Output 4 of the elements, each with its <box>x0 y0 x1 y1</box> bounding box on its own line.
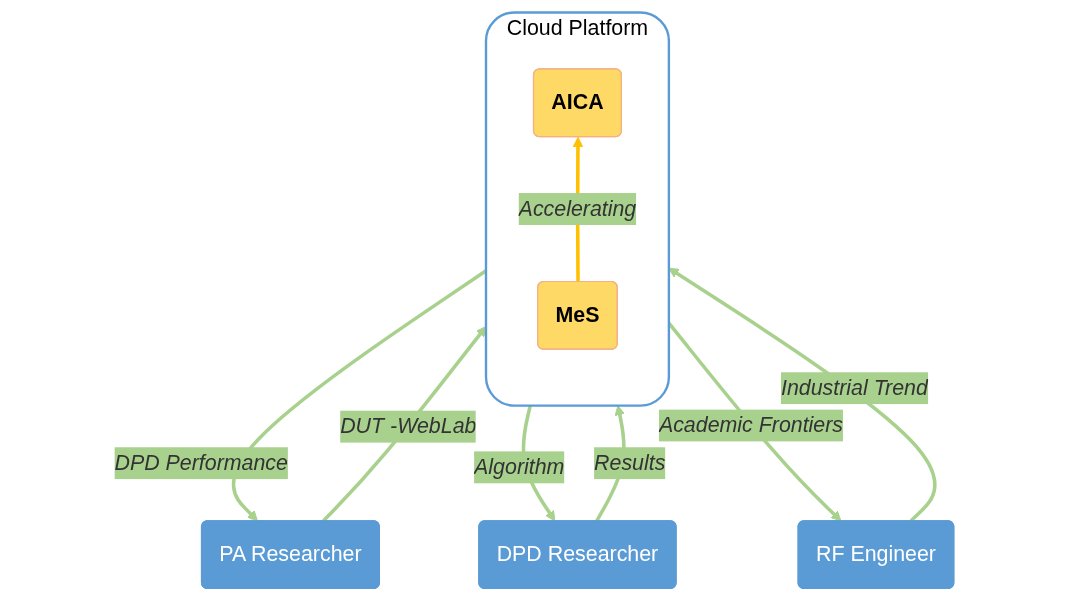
edge-label: DUT -WebLab <box>340 414 477 438</box>
edge-label: Results <box>593 450 666 475</box>
edge-label: DPD Performance <box>114 450 288 475</box>
edge-label: Industrial Trend <box>780 375 928 400</box>
